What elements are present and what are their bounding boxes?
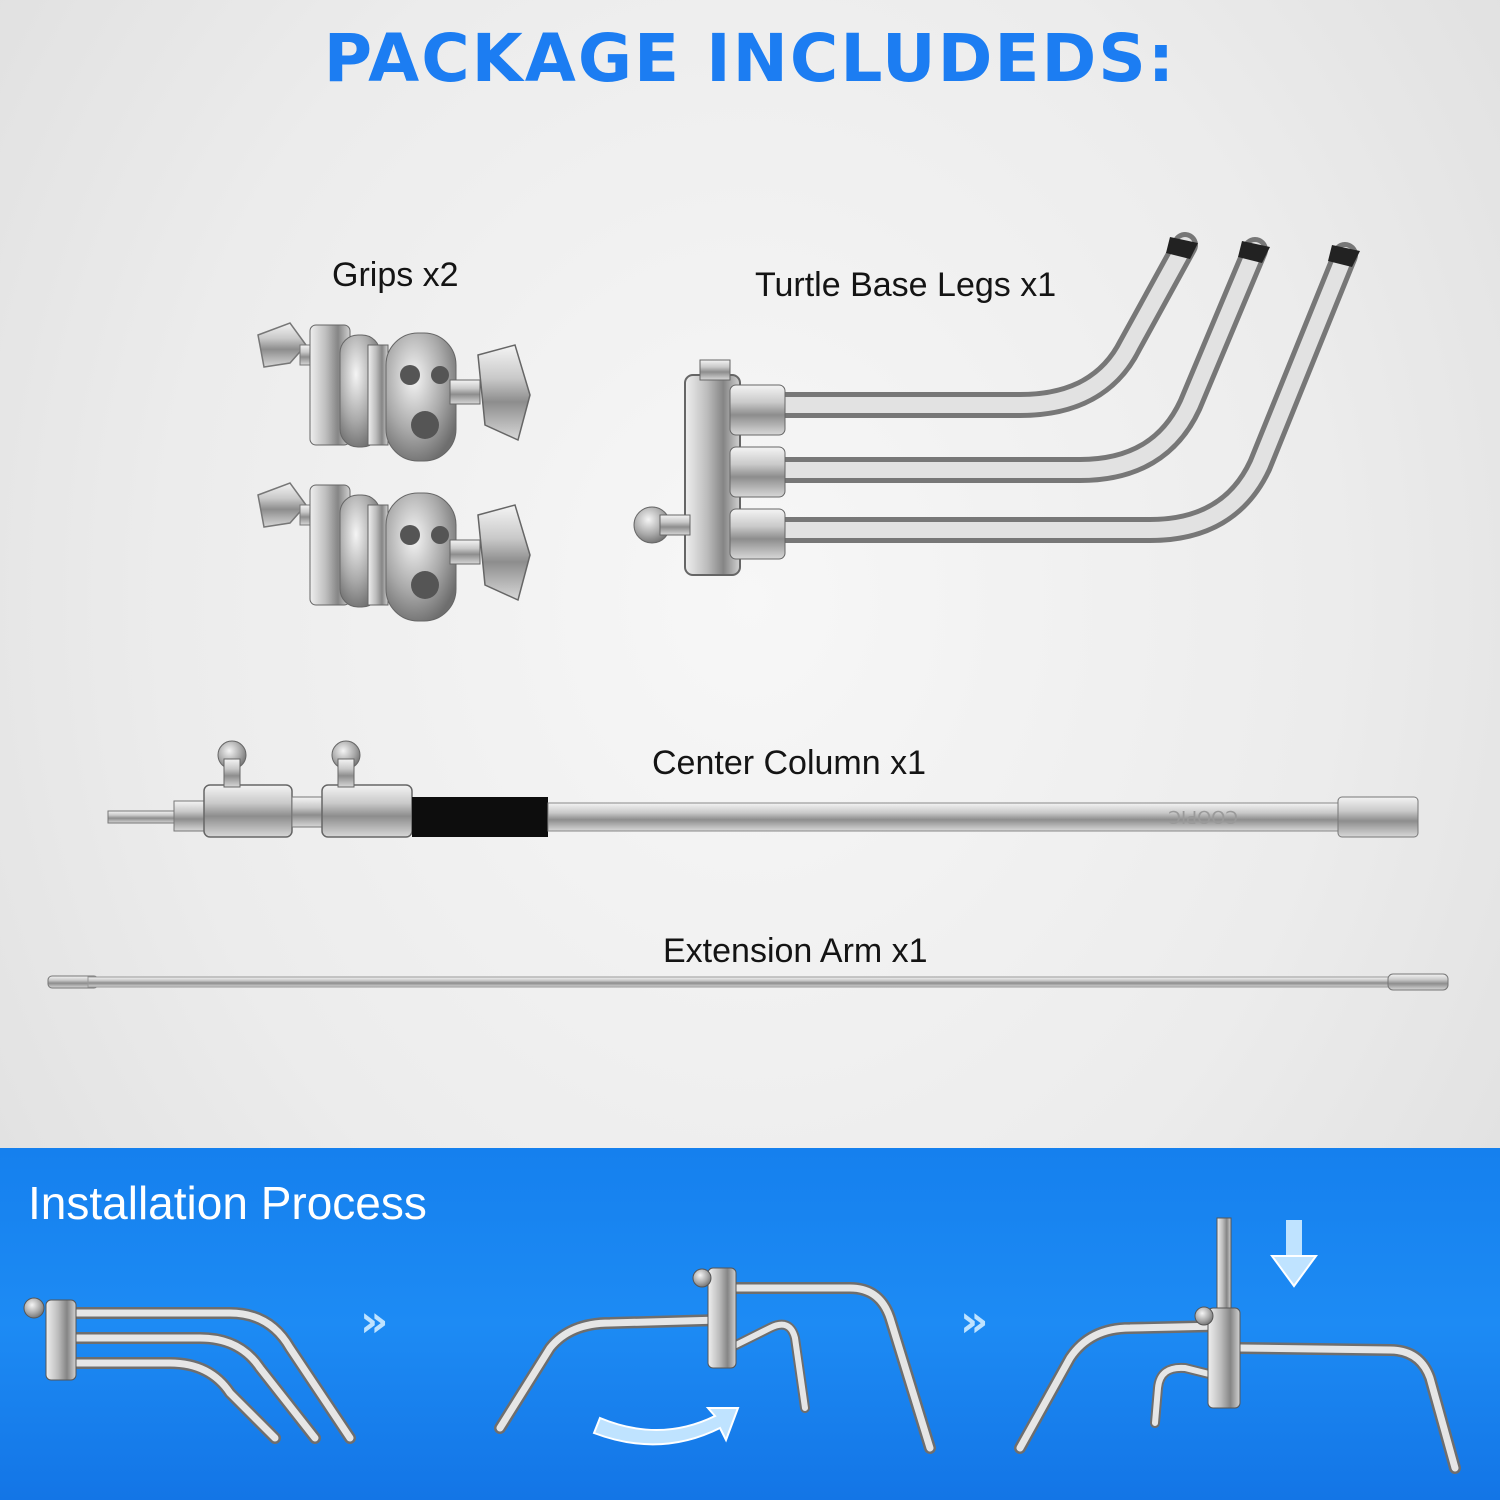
step-2-assembly: [494, 1267, 936, 1454]
turtle-base-legs: [633, 232, 1360, 576]
grip-clamp-bottom: [257, 482, 531, 622]
center-column: COOPIC: [107, 740, 1419, 838]
grip-clamp-top: [257, 322, 531, 462]
step-3-assembly: [1014, 1217, 1461, 1474]
step-arrow-2: »: [960, 1296, 989, 1347]
turtle-base-label: Turtle Base Legs x1: [755, 266, 1057, 304]
page-title: PACKAGE INCLUDEDS:: [323, 20, 1177, 97]
installation-title: Installation Process: [28, 1177, 427, 1229]
step-1-base: [23, 1297, 356, 1444]
extension-arm-label: Extension Arm x1: [663, 932, 928, 970]
column-marking: COOPIC: [1168, 806, 1238, 827]
center-column-label: Center Column x1: [652, 744, 927, 782]
installation-banner: Installation Process » »: [0, 1148, 1500, 1500]
step-arrow-1: »: [360, 1296, 389, 1347]
grips-label: Grips x2: [332, 256, 459, 294]
extension-arm: [47, 973, 1449, 991]
